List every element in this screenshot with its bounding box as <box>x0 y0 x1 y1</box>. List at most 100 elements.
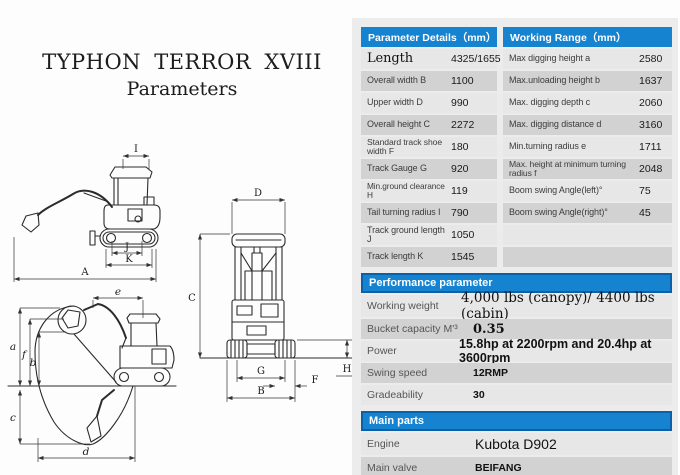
row-value: BEIFANG <box>475 462 522 474</box>
dim-label-H: H <box>343 364 352 375</box>
row-value: Kubota D902 <box>475 436 557 452</box>
table-row: Overall height C 2272 <box>361 115 497 135</box>
table-row: Power 15.8hp at 2200rpm and 20.4hp at 360… <box>361 337 672 365</box>
side-view-dimensions: I J K A <box>13 144 157 282</box>
row-value: 1050 <box>451 229 475 241</box>
table-row: Tail turning radius I 790 <box>361 203 497 223</box>
performance-table: Working weight 4,000 lbs (canopy)/ 4400 l… <box>361 290 672 407</box>
dim-label-e: e <box>115 288 121 298</box>
row-value: 30 <box>473 389 485 401</box>
row-label: Max digging height a <box>509 53 591 64</box>
table-row: Upper width D 990 <box>361 93 497 113</box>
dim-label-f: f <box>21 349 28 361</box>
dim-label-J: J <box>124 242 129 253</box>
dim-label-D: D <box>254 188 262 199</box>
dim-label-A: A <box>80 267 89 278</box>
rear-view-diagram: D C G B F H <box>188 188 358 402</box>
dim-label-b: b <box>30 357 37 369</box>
row-label: Max.unloading height b <box>509 75 600 86</box>
dim-label-K: K <box>125 254 133 265</box>
row-label: Bucket capacity M'³ <box>367 323 458 335</box>
row-label: Max. digging depth c <box>509 97 591 108</box>
table-row: Boom swing Angle(left)° 75 <box>503 181 672 201</box>
dim-label-C: C <box>188 293 196 304</box>
row-value: 2272 <box>451 119 475 131</box>
row-label: Working weight <box>367 300 439 312</box>
side-view-diagram: I J K A <box>13 144 161 282</box>
row-label: Track length K <box>367 251 424 262</box>
row-label: Min.turning radius e <box>509 141 587 152</box>
parameter-details-header: Parameter Details（mm） <box>361 27 497 47</box>
spec-panel: Parameter Details（mm） Length 4325/1655 Ov… <box>352 18 678 475</box>
row-label: Length <box>367 51 414 67</box>
row-label: Power <box>367 345 397 357</box>
dim-label-I: I <box>134 144 138 155</box>
row-value: 12RMP <box>473 367 509 379</box>
performance-header: Performance parameter <box>361 273 672 293</box>
row-label: Standard track shoe width F <box>367 136 443 156</box>
working-range-dimensions: e a f b c d <box>10 288 144 462</box>
dim-label-a: a <box>10 341 16 353</box>
working-range-header: Working Range（mm） <box>503 27 672 47</box>
row-value: 119 <box>451 185 468 197</box>
table-row: Length 4325/1655 <box>361 49 501 69</box>
row-value: 2580 <box>639 53 663 65</box>
row-label: Track Gauge G <box>367 163 427 174</box>
row-value: 1100 <box>451 75 474 87</box>
row-label: Gradeability <box>367 389 424 401</box>
excavator-rear-drawing <box>199 233 355 359</box>
row-value: 1637 <box>639 75 663 87</box>
row-label: Engine <box>367 438 400 450</box>
page-title: TYPHON TERROR XVIII Parameters <box>22 50 342 100</box>
table-row: Gradeability 30 <box>361 385 672 405</box>
row-value: 1545 <box>451 251 475 263</box>
table-row <box>503 247 672 267</box>
working-range-diagram: e a f b c d <box>7 288 177 462</box>
table-row: Track length K 1545 <box>361 247 497 267</box>
row-label: Upper width D <box>367 97 423 108</box>
row-label: Overall height C <box>367 119 430 130</box>
row-value: 2060 <box>639 97 663 109</box>
row-value: 2048 <box>639 163 663 175</box>
dimension-table: Parameter Details（mm） Length 4325/1655 Ov… <box>361 27 672 269</box>
title-line2: Parameters <box>126 78 238 100</box>
table-row <box>503 225 672 245</box>
row-value: 45 <box>639 207 651 219</box>
row-value: 4,000 lbs (canopy)/ 4400 lbs (cabin) <box>461 290 655 322</box>
table-row: Max. digging depth c 2060 <box>503 93 672 113</box>
table-row: Overall width B 1100 <box>361 71 497 91</box>
table-row: Max.unloading height b 1637 <box>503 71 672 91</box>
dim-label-c: c <box>10 412 16 424</box>
row-label: Max. digging distance d <box>509 119 602 130</box>
table-row: Max digging height a 2580 <box>503 49 672 69</box>
row-label: Tail turning radius I <box>367 207 441 218</box>
table-row: Engine Kubota D902 <box>361 433 672 455</box>
row-value: 4325/1655 <box>451 53 501 65</box>
row-value: 790 <box>451 207 469 219</box>
row-label: Overall width B <box>367 75 427 86</box>
row-label: Boom swing Angle(left)° <box>509 185 603 196</box>
table-row: Boom swing Angle(right)°45 <box>503 203 672 223</box>
row-value: 990 <box>451 97 469 109</box>
row-value: 15.8hp at 2200rpm and 20.4hp at 3600rpm <box>459 337 652 365</box>
row-value: 920 <box>451 163 469 175</box>
row-value: 1711 <box>639 141 662 153</box>
row-value: 75 <box>639 185 651 197</box>
table-row: Working weight 4,000 lbs (canopy)/ 4400 l… <box>361 290 672 322</box>
dim-label-d: d <box>83 446 90 458</box>
dim-label-B: B <box>257 386 264 397</box>
title-line1: TYPHON TERROR XVIII <box>42 50 322 74</box>
dim-label-F: F <box>312 375 319 386</box>
row-value: 180 <box>451 141 469 153</box>
table-row: Standard track shoe width F 180 <box>361 137 497 157</box>
excavator-side-drawing <box>21 166 161 248</box>
row-label: Min.ground clearance H <box>367 181 445 200</box>
